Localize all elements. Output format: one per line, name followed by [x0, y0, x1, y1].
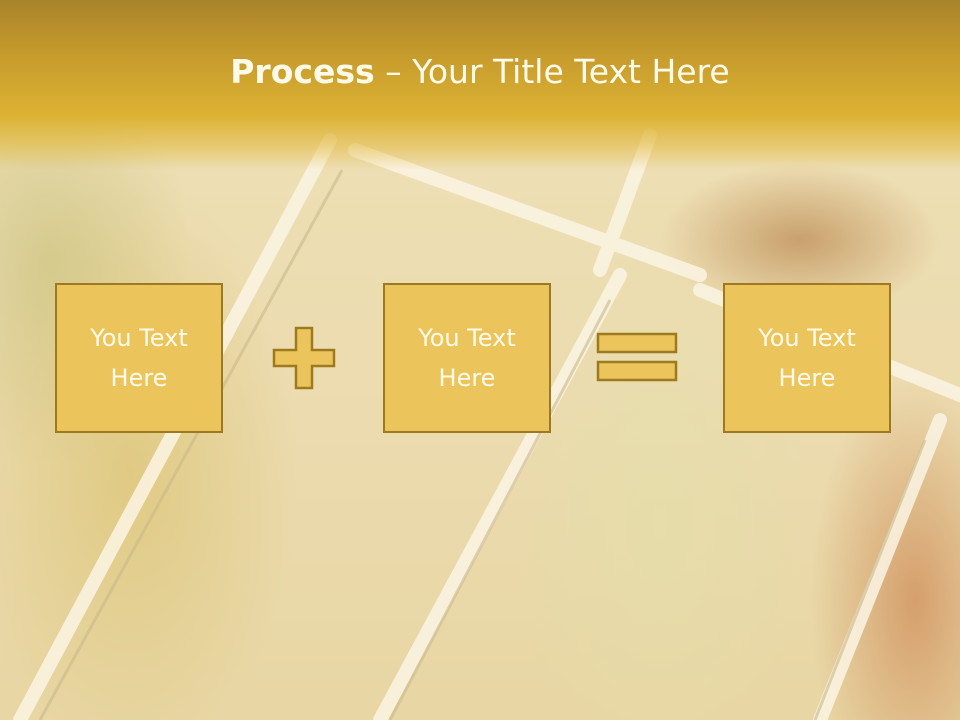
- text-box-2[interactable]: You Text Here: [383, 283, 551, 433]
- text-box-3-label: You Text Here: [758, 324, 856, 392]
- slide-title: Process – Your Title Text Here: [0, 52, 960, 91]
- text-box-1[interactable]: You Text Here: [55, 283, 223, 433]
- plus-icon: [272, 326, 336, 390]
- title-bold: Process: [230, 52, 375, 91]
- title-band: [0, 0, 960, 170]
- text-box-3[interactable]: You Text Here: [723, 283, 891, 433]
- title-text: Your Title Text Here: [412, 52, 730, 91]
- text-box-2-label: You Text Here: [418, 324, 516, 392]
- title-dash: –: [374, 52, 413, 91]
- text-box-1-label: You Text Here: [90, 324, 188, 392]
- equals-icon: [596, 332, 678, 382]
